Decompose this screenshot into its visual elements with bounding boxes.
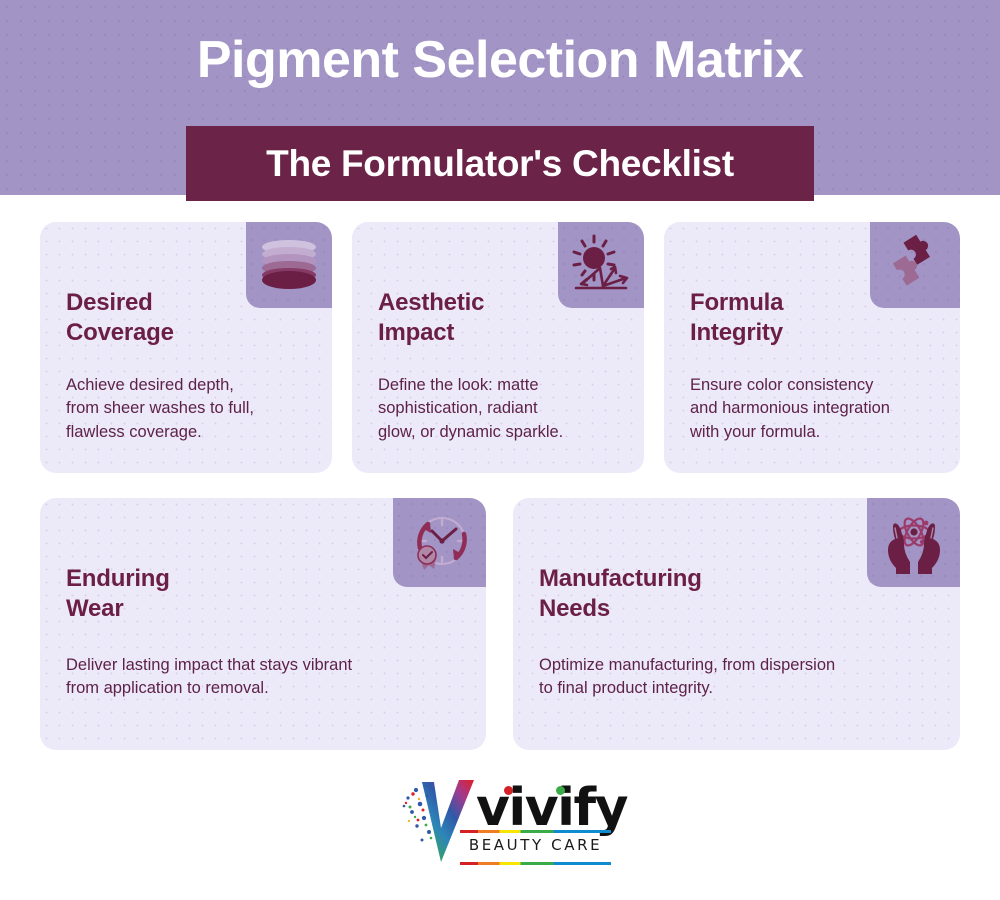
card-heading: Formula Integrity [690, 289, 784, 347]
card-body: Ensure color consistency and harmonious … [690, 376, 890, 441]
logo-rule-bottom [460, 862, 611, 865]
brand-logo: vivify BEAUTY CARE [396, 772, 628, 872]
card-desired-coverage[interactable]: Desired Coverage Achieve desired depth, … [40, 222, 332, 473]
card-manufacturing-needs[interactable]: Manufacturing Needs Optimize manufacturi… [513, 498, 960, 750]
gradient-v-icon [396, 776, 474, 867]
puzzle-pieces-icon [870, 222, 960, 308]
card-heading: Enduring Wear [66, 565, 170, 623]
logo-rule-top [460, 830, 611, 833]
card-formula-integrity[interactable]: Formula Integrity Ensure color consisten… [664, 222, 960, 473]
card-body: Optimize manufacturing, from dispersion … [539, 656, 836, 698]
card-enduring-wear[interactable]: Enduring Wear Deliver lasting impact tha… [40, 498, 486, 750]
sun-reflection-icon [558, 222, 644, 308]
layers-stack-icon [246, 222, 332, 308]
card-heading: Aesthetic Impact [378, 289, 485, 347]
clock-award-icon [393, 498, 486, 587]
subtitle-text: The Formulator's Checklist [266, 142, 734, 184]
card-body: Deliver lasting impact that stays vibran… [66, 656, 353, 698]
card-heading: Manufacturing Needs [539, 565, 702, 623]
logo-dot-green [556, 786, 565, 795]
logo-tagline: BEAUTY CARE [468, 836, 603, 854]
hands-atom-icon [867, 498, 960, 587]
logo-wordmark: vivify [476, 778, 628, 838]
subtitle-banner: The Formulator's Checklist [186, 126, 814, 201]
page-title: Pigment Selection Matrix [196, 31, 804, 89]
logo-dot-red [504, 786, 513, 795]
card-body: Define the look: matte sophistication, r… [378, 376, 564, 441]
card-aesthetic-impact[interactable]: Aesthetic Impact Define the look: matte … [352, 222, 644, 473]
card-heading: Desired Coverage [66, 289, 174, 347]
card-body: Achieve desired depth, from sheer washes… [66, 376, 254, 441]
header-banner: Pigment Selection Matrix [0, 0, 1000, 195]
